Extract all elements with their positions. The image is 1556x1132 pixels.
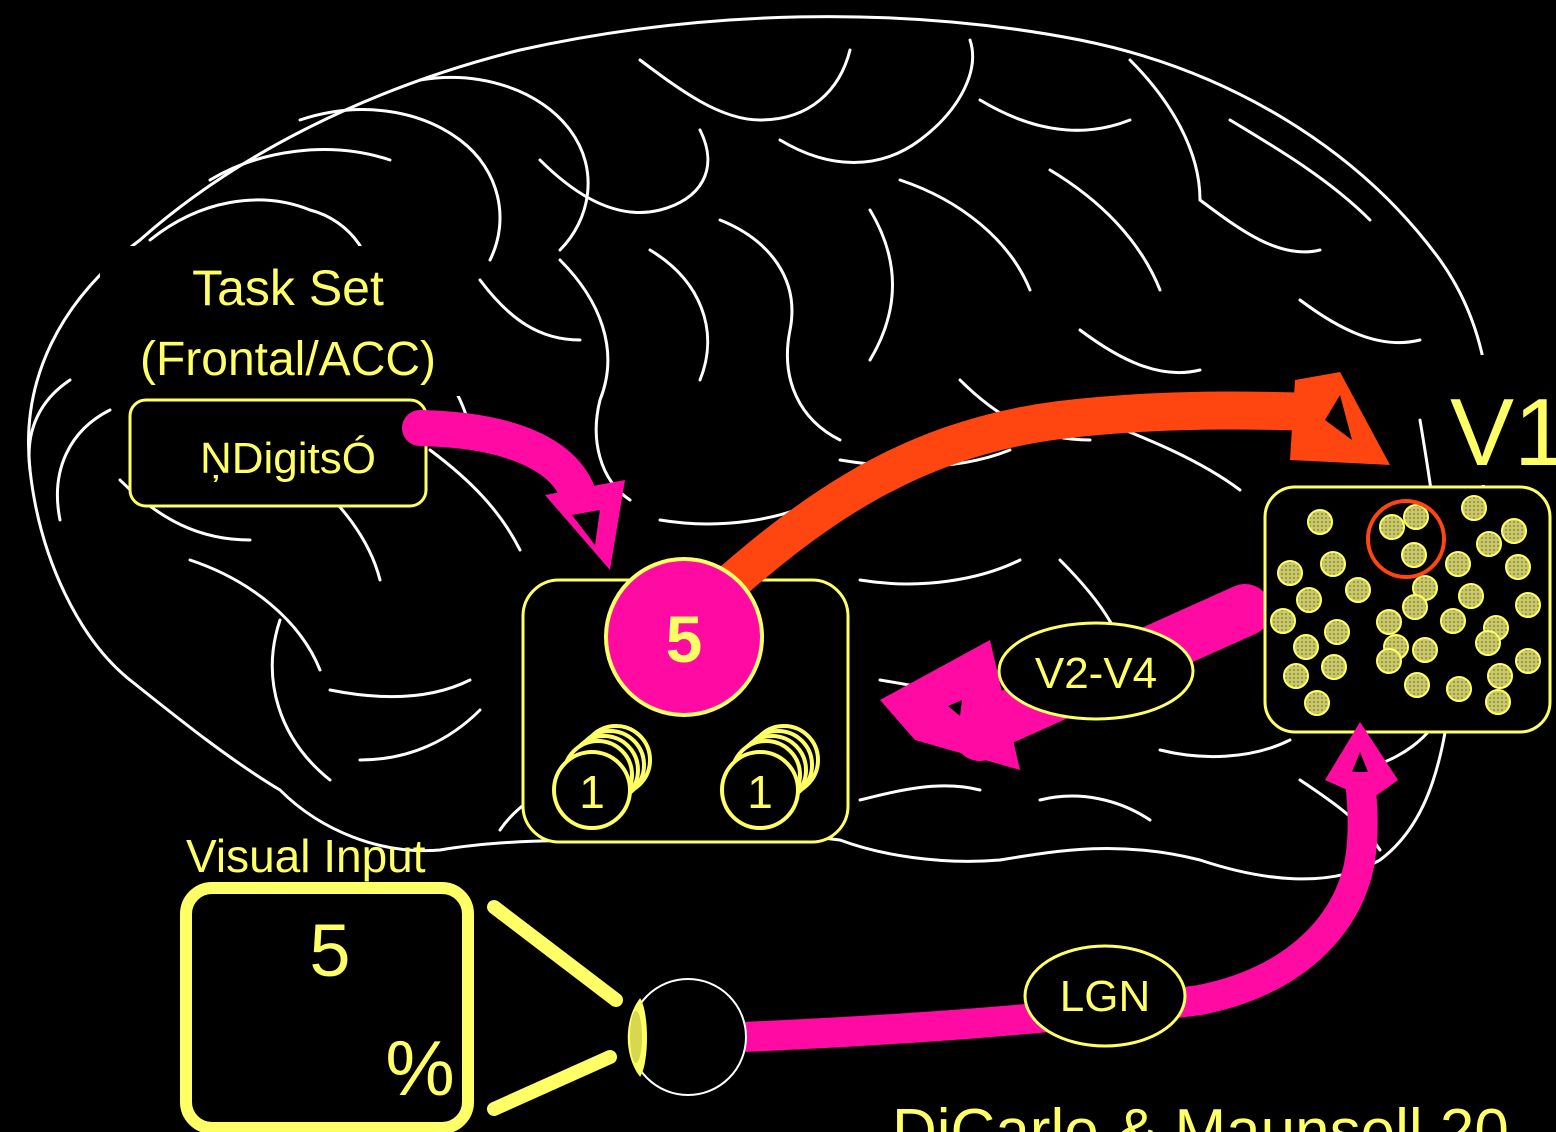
v1-label: V1 <box>1450 379 1556 486</box>
visual-input-label: Visual Input <box>186 830 426 882</box>
digits-box-label: ŅDigitsÓ <box>200 434 376 483</box>
visual-input-symbol: % <box>385 1024 454 1112</box>
small-unit-right-value: 1 <box>747 766 773 818</box>
task-set-label-line2: (Frontal/ACC) <box>140 333 436 386</box>
eye-icon <box>629 979 746 1095</box>
task-set-label-line1: Task Set <box>192 260 384 316</box>
sight-lines <box>494 907 616 1109</box>
small-unit-left-value: 1 <box>579 766 605 818</box>
task-set-arrow <box>420 428 625 570</box>
lgn-label: LGN <box>1060 972 1150 1021</box>
v2-v4-label: V2-V4 <box>1035 649 1157 698</box>
visual-input-digit: 5 <box>309 909 350 992</box>
citation-text: DiCarlo & Maunsell 20 <box>892 1097 1509 1132</box>
center-unit-value: 5 <box>666 602 703 676</box>
